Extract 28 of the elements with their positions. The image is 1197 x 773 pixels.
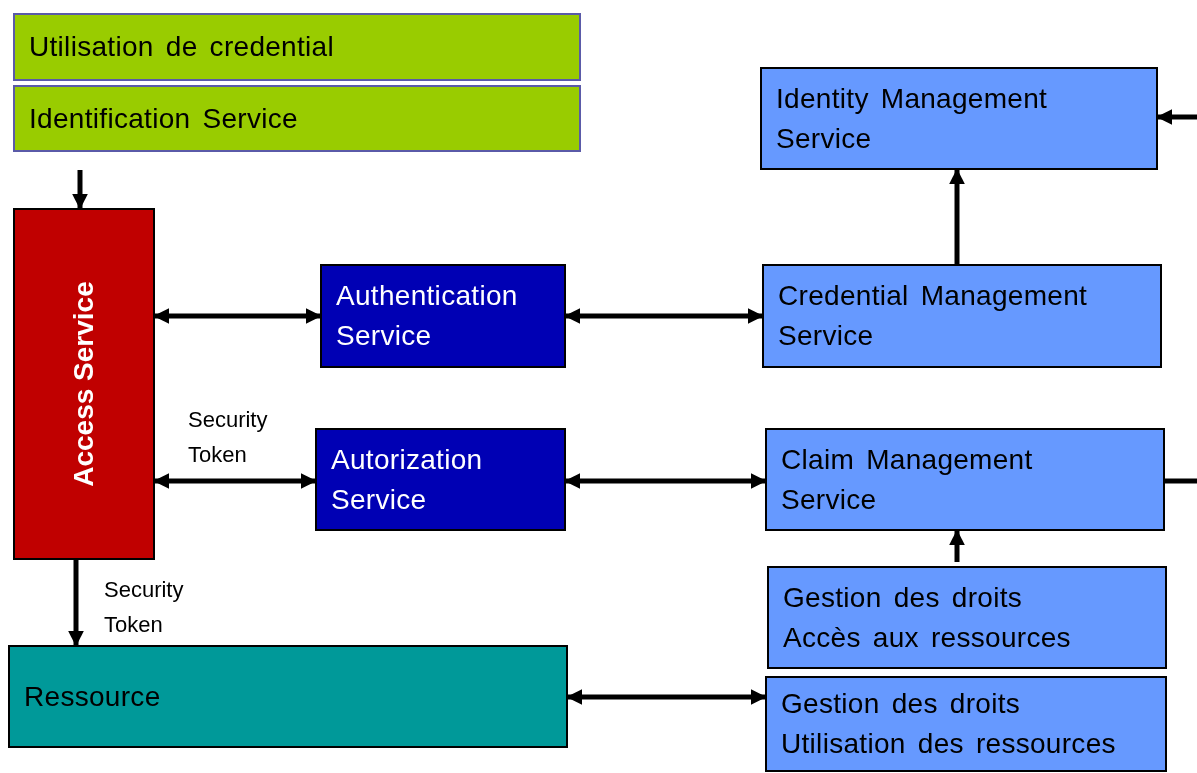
box-label: Autorization Service [331, 442, 484, 517]
service-box [762, 264, 1162, 368]
box-label: Identity Management Service [776, 81, 1049, 156]
box-label: Access Service [68, 281, 100, 487]
service-box [320, 264, 566, 368]
service-box [760, 67, 1158, 170]
box-label: Ressource [24, 679, 161, 714]
service-box [13, 13, 581, 81]
service-box [315, 428, 566, 531]
box-label: Authentication Service [336, 279, 519, 353]
service-box [765, 428, 1165, 531]
box-label: Identification Service [29, 101, 298, 136]
service-box [767, 566, 1167, 669]
edge-label: Security Token [188, 406, 269, 469]
arrow [68, 560, 84, 647]
arrow [72, 170, 88, 210]
box-label: Credential Management Service [778, 279, 1089, 353]
service-box [765, 676, 1167, 772]
service-box [13, 85, 581, 152]
service-box [8, 645, 568, 748]
arrow [949, 529, 965, 562]
edge-label: Security Token [104, 576, 185, 639]
box-label: Gestion des droits Accès aux ressources [783, 580, 1072, 655]
box-label: Gestion des droits Utilisation des ressources [781, 687, 1117, 761]
box-label: Claim Management Service [781, 442, 1034, 517]
box-label: Utilisation de credential [29, 30, 334, 64]
arrow [949, 168, 965, 264]
service-bar [13, 208, 155, 560]
